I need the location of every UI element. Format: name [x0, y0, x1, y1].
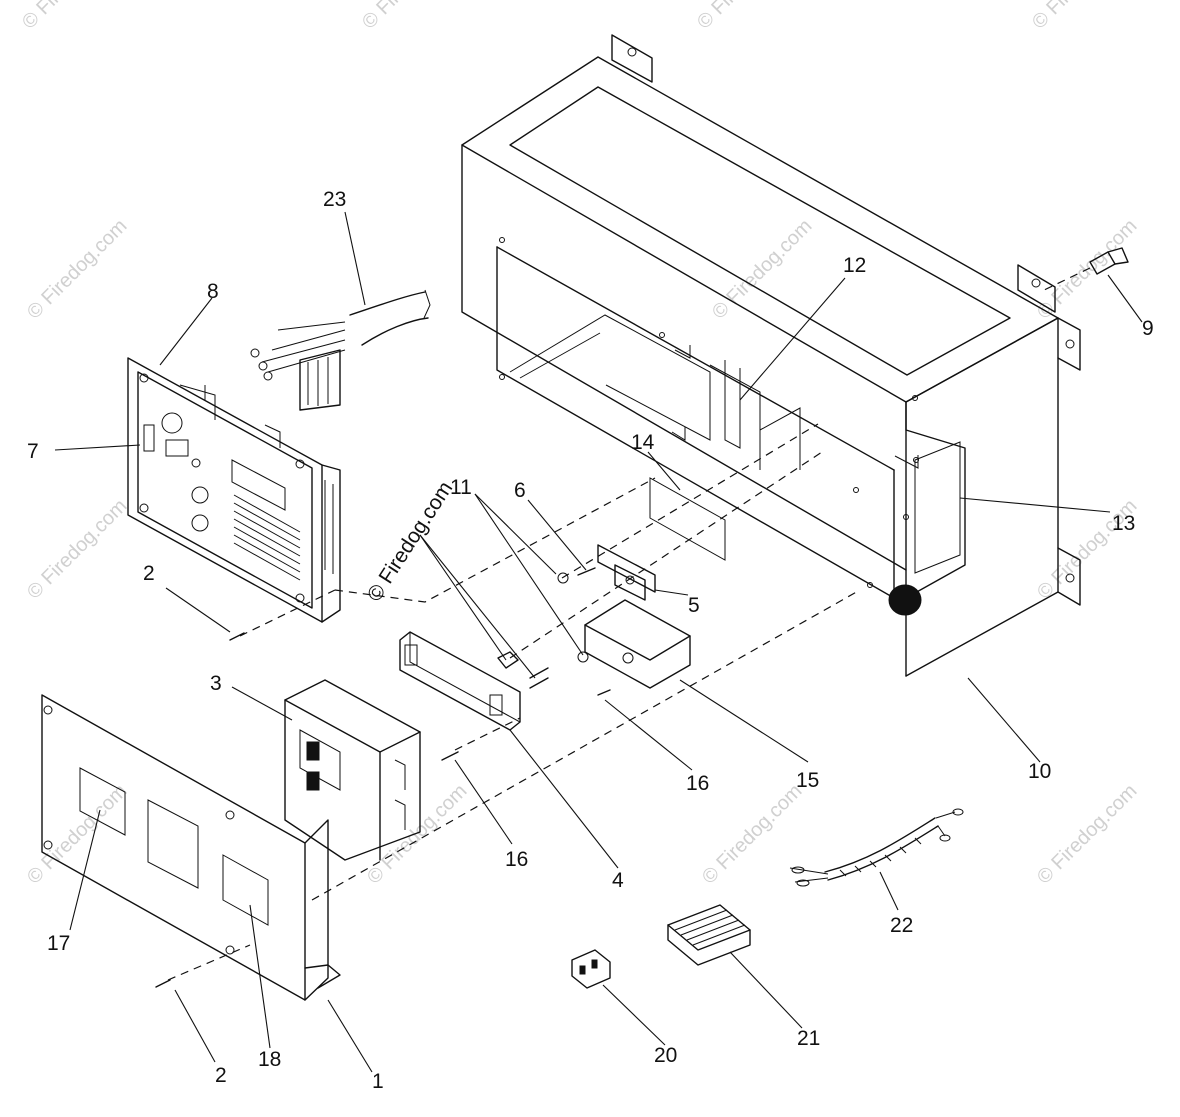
watermark-center: © Firedog.com	[363, 477, 457, 605]
callout-15: 15	[796, 769, 819, 792]
watermark: © Firedog.com	[18, 0, 127, 34]
watermark: © Firedog.com	[693, 0, 802, 34]
watermark: © Firedog.com	[698, 780, 807, 889]
terminal-cover-part-15	[584, 599, 691, 689]
callout-9: 9	[1142, 317, 1154, 340]
callout-17: 17	[47, 932, 70, 955]
callout-21: 21	[797, 1027, 820, 1050]
callout-4: 4	[612, 869, 624, 892]
watermark: © Firedog.com	[1033, 780, 1142, 889]
leader-lines	[54, 211, 1143, 1073]
callout-6: 6	[514, 479, 526, 502]
breaker-toggle-icon	[306, 741, 320, 761]
callout-10: 10	[1028, 760, 1051, 783]
nut-icon	[497, 651, 519, 669]
connector-part-21	[667, 904, 751, 966]
watermark: © Firedog.com	[1028, 0, 1137, 34]
washer-icon	[577, 651, 589, 663]
callout-labels: 23 8 7 2 3 11 6 5 14 12 13 9 10 15 16 16…	[27, 188, 1154, 1093]
wire-harness-part-23	[250, 289, 431, 411]
watermark: © Firedog.com	[23, 215, 132, 324]
screw-icon	[229, 632, 245, 641]
bolt-icon	[529, 667, 549, 689]
callout-2: 2	[143, 562, 155, 585]
callout-18: 18	[258, 1048, 281, 1071]
callout-23: 23	[323, 188, 346, 211]
control-panel-module	[127, 357, 341, 623]
screw-part-9	[1039, 247, 1129, 293]
screw-icon	[577, 567, 596, 576]
bracket-part-4	[399, 631, 521, 731]
callout-7: 7	[27, 440, 39, 463]
breaker-toggle-icon	[306, 771, 320, 791]
watermark: © Firedog.com	[23, 495, 132, 604]
watermark: © Firedog.com	[358, 0, 467, 34]
assembly-lines	[167, 423, 861, 981]
screw-icon	[441, 751, 459, 761]
callout-2b: 2	[215, 1064, 227, 1087]
circuit-breaker-part-3	[284, 679, 421, 861]
screw-icon	[155, 979, 171, 988]
watermark: © Firedog.com	[363, 780, 472, 889]
terminal-block-part-5	[597, 544, 656, 601]
washer-icon	[557, 572, 569, 584]
callout-20: 20	[654, 1044, 677, 1067]
enclosure-box	[461, 34, 1081, 677]
front-cover-part-1	[41, 694, 341, 1001]
grommet-icon	[888, 584, 922, 616]
callout-16: 16	[686, 772, 709, 795]
callout-3: 3	[210, 672, 222, 695]
callout-14: 14	[631, 431, 655, 454]
screw-icon	[597, 689, 611, 696]
callout-22: 22	[890, 914, 913, 937]
callout-13: 13	[1112, 512, 1135, 535]
callout-11: 11	[450, 476, 472, 499]
callout-8: 8	[207, 280, 219, 303]
connector-part-20	[571, 949, 611, 989]
callout-12: 12	[843, 254, 866, 277]
watermark-layer: © Firedog.com © Firedog.com © Firedog.co…	[18, 0, 1142, 889]
hardware-items	[155, 567, 611, 988]
callout-1: 1	[372, 1070, 384, 1093]
braided-cable-part-22	[789, 808, 964, 887]
callout-16b: 16	[505, 848, 528, 871]
callout-5: 5	[688, 594, 700, 617]
